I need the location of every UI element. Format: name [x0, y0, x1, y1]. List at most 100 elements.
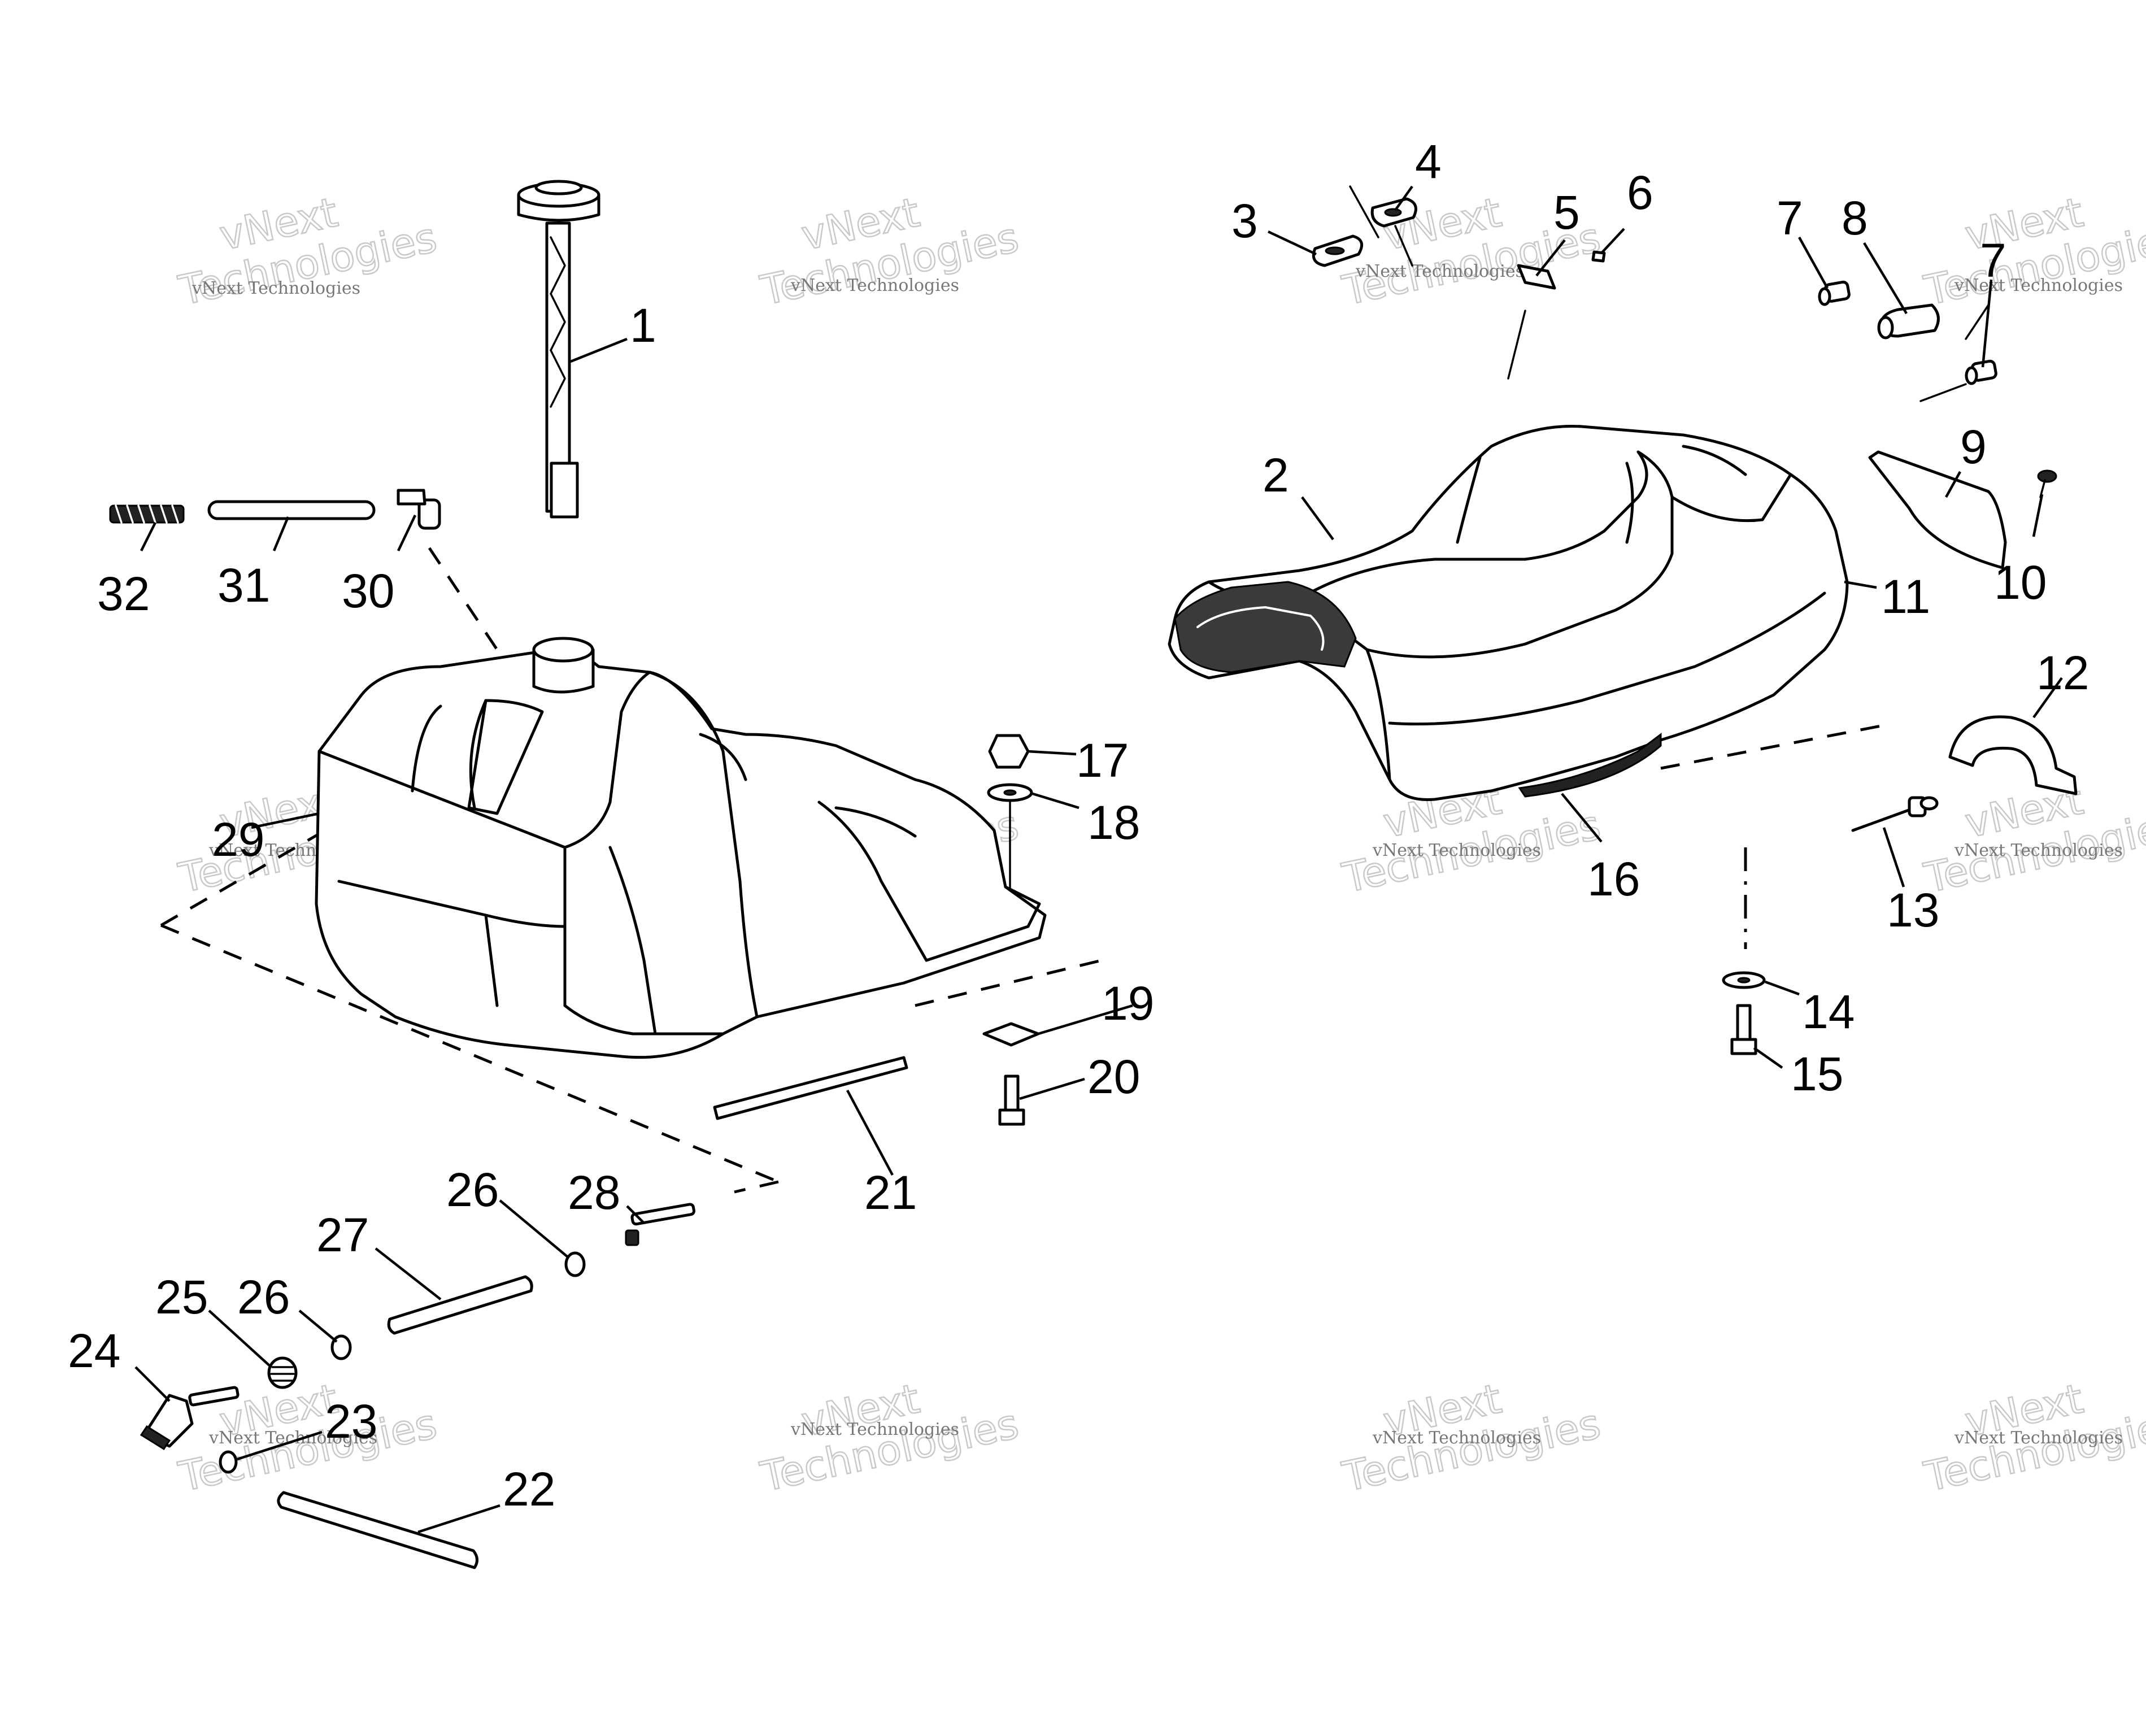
leader-17	[1028, 750, 1077, 756]
callout-32: 32	[97, 567, 150, 620]
filter-ribs	[270, 1366, 295, 1382]
bolt-shank	[1736, 1004, 1752, 1041]
tank-contour	[411, 704, 442, 793]
sender-cap-knob	[534, 180, 583, 195]
tank-contour	[834, 806, 917, 838]
leader-23	[237, 1430, 323, 1461]
callout-26a: 26	[446, 1163, 499, 1216]
mount-plate	[982, 1022, 1040, 1047]
callout-10: 10	[1994, 556, 2047, 609]
hinge-pin	[1851, 796, 1939, 832]
hose-clamp	[219, 1450, 238, 1474]
callout-17: 17	[1076, 734, 1129, 787]
leader-5	[1535, 239, 1566, 277]
callout-12: 12	[2036, 646, 2089, 699]
leader-29	[251, 812, 320, 829]
callout-22: 22	[503, 1463, 555, 1516]
callout-11: 11	[1881, 570, 1930, 623]
leader-26a	[499, 1199, 569, 1258]
tank-edge	[648, 671, 759, 1019]
callout-23: 23	[325, 1395, 377, 1448]
callout-19: 19	[1102, 977, 1154, 1030]
callout-9: 9	[1960, 420, 1987, 473]
callout-24: 24	[68, 1324, 120, 1377]
leader-32	[140, 521, 157, 552]
callout-28: 28	[568, 1166, 620, 1219]
leader-1	[570, 337, 628, 363]
vent-valve-elbow	[397, 489, 426, 506]
leader-2	[1301, 496, 1334, 541]
bumper-end	[1818, 287, 1831, 306]
centerline	[1507, 310, 1526, 380]
fuel-filter	[267, 1356, 298, 1389]
callout-15: 15	[1791, 1047, 1843, 1100]
callout-6: 6	[1627, 166, 1653, 219]
leader-28	[626, 1205, 645, 1224]
seat-contour	[1388, 591, 1826, 726]
leader-18	[1032, 792, 1079, 810]
leader-26b	[298, 1309, 338, 1343]
seat-panel	[1682, 445, 1747, 476]
bolt	[1730, 1004, 1757, 1055]
screw	[1591, 250, 1606, 263]
callout-29: 29	[212, 813, 264, 866]
callout-27: 27	[316, 1208, 369, 1261]
leader-27	[375, 1247, 442, 1300]
callout-4: 4	[1415, 135, 1442, 188]
callout-18: 18	[1087, 796, 1140, 849]
leader-7a	[1798, 236, 1829, 289]
watermark-small: vNext Technologies	[1355, 262, 1524, 281]
seat-seam	[1625, 462, 1634, 544]
leader-20	[1019, 1077, 1085, 1100]
hinge-pin-cap	[1919, 796, 1939, 811]
callout-8: 8	[1842, 192, 1868, 245]
callout-20: 20	[1087, 1050, 1140, 1103]
leader-lines	[134, 185, 2063, 1534]
tank-strap	[467, 699, 544, 815]
tank-edge	[608, 846, 657, 1035]
callout-7a: 7	[1777, 192, 1803, 245]
fitting-end	[625, 1229, 639, 1246]
centerline	[1919, 383, 1967, 402]
watermark-small: vNext Technologies	[1954, 1428, 2123, 1448]
leader-24	[134, 1366, 171, 1402]
latch-plate-hole	[1384, 208, 1402, 217]
callout-2: 2	[1263, 449, 1289, 502]
latch-grommet-hole	[1325, 246, 1345, 255]
leader-8	[1863, 242, 1908, 315]
leader-7b	[1981, 279, 1993, 368]
filter-body	[267, 1356, 298, 1389]
leader-21	[846, 1089, 894, 1176]
tank-strap	[469, 699, 487, 810]
callout-13: 13	[1887, 884, 1939, 937]
hinge-bracket	[1948, 715, 2078, 795]
fitting-body	[630, 1203, 696, 1226]
centerline	[160, 924, 779, 1184]
tank-flange	[817, 800, 1041, 962]
callout-21: 21	[864, 1166, 917, 1219]
nut	[988, 734, 1030, 769]
centerline	[734, 1180, 779, 1194]
trim-pad	[1868, 450, 2007, 569]
vent-valve	[397, 489, 441, 530]
callout-3: 3	[1231, 194, 1258, 247]
bumper	[1965, 359, 1997, 385]
leader-9	[1945, 471, 1961, 498]
vent-hose	[207, 500, 376, 520]
bolt-shank	[1004, 1074, 1020, 1112]
leader-15	[1753, 1047, 1783, 1069]
leader-14	[1765, 980, 1800, 996]
leader-22	[417, 1504, 500, 1534]
plug	[564, 1251, 586, 1277]
latch-bracket	[1517, 264, 1556, 290]
tank-contour	[699, 733, 747, 781]
centerline	[1349, 185, 1379, 238]
callout-1: 1	[630, 299, 656, 352]
callout-25: 25	[155, 1271, 208, 1324]
seat-base-rib	[1196, 606, 1325, 651]
leader-25	[208, 1309, 272, 1368]
trim-screw	[2037, 469, 2057, 498]
callout-26b: 26	[237, 1271, 290, 1324]
spring	[109, 504, 185, 524]
fitting	[625, 1203, 696, 1246]
